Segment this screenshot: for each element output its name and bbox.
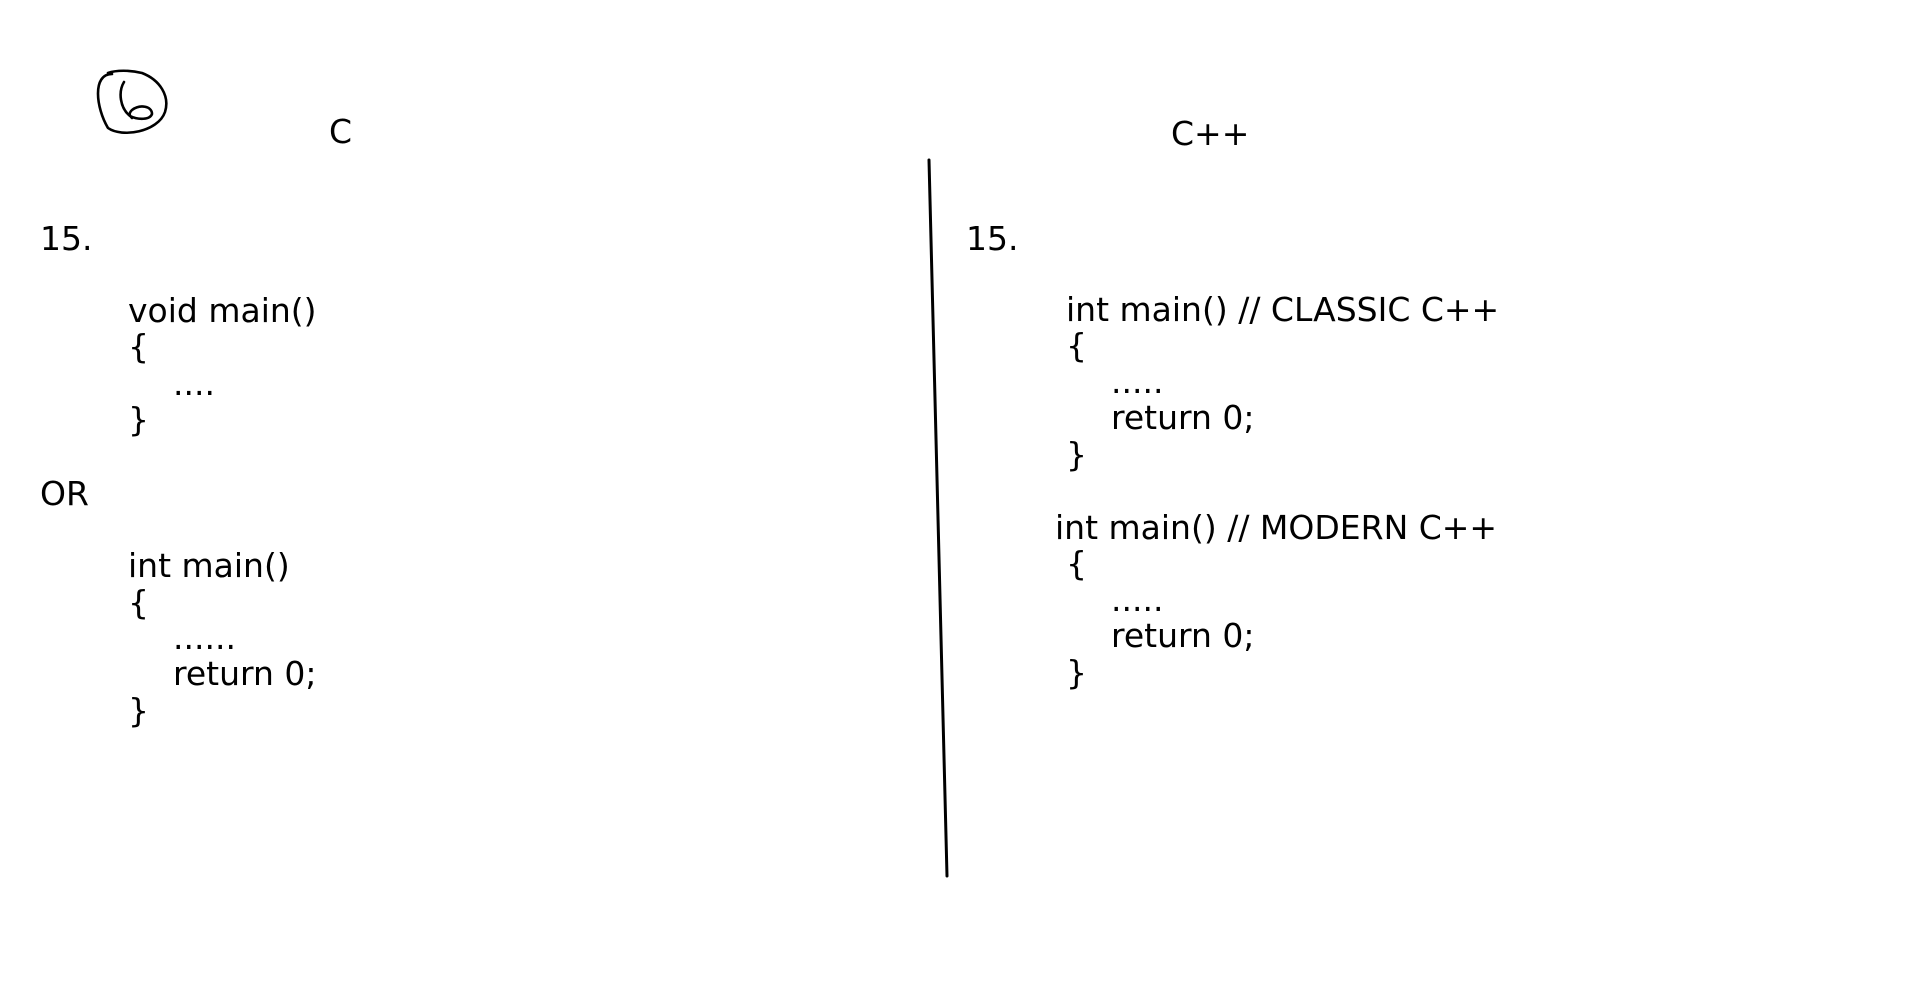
c-heading: C	[329, 112, 353, 151]
cpp-item-number: 15.	[966, 219, 1019, 258]
cpp-code-line: {	[1066, 544, 1087, 583]
c-item-number: 15.	[40, 219, 93, 258]
c-code-line: ....	[173, 364, 215, 403]
cpp-code-line: .....	[1111, 580, 1164, 619]
cpp-heading: C++	[1171, 114, 1250, 153]
c-code-line: return 0;	[173, 654, 317, 693]
c-code-line: {	[128, 583, 149, 622]
or-separator: OR	[40, 474, 89, 513]
hand-drawn-circled-six-icon	[96, 69, 168, 135]
column-divider	[927, 158, 949, 878]
c-code-line: ......	[173, 618, 236, 657]
cpp-code-line: }	[1066, 653, 1087, 692]
cpp-code-line: return 0;	[1111, 616, 1255, 655]
cpp-code-line: {	[1066, 326, 1087, 365]
c-code-line: int main()	[128, 546, 290, 585]
cpp-code-line: .....	[1111, 362, 1164, 401]
c-code-line: void main()	[128, 291, 317, 330]
c-code-line: {	[128, 327, 149, 366]
cpp-code-line: int main() // MODERN C++	[1055, 508, 1498, 547]
cpp-code-line: }	[1066, 435, 1087, 474]
c-code-line: }	[128, 691, 149, 730]
c-code-line: }	[128, 400, 149, 439]
cpp-code-line: int main() // CLASSIC C++	[1066, 290, 1500, 329]
cpp-code-line: return 0;	[1111, 398, 1255, 437]
